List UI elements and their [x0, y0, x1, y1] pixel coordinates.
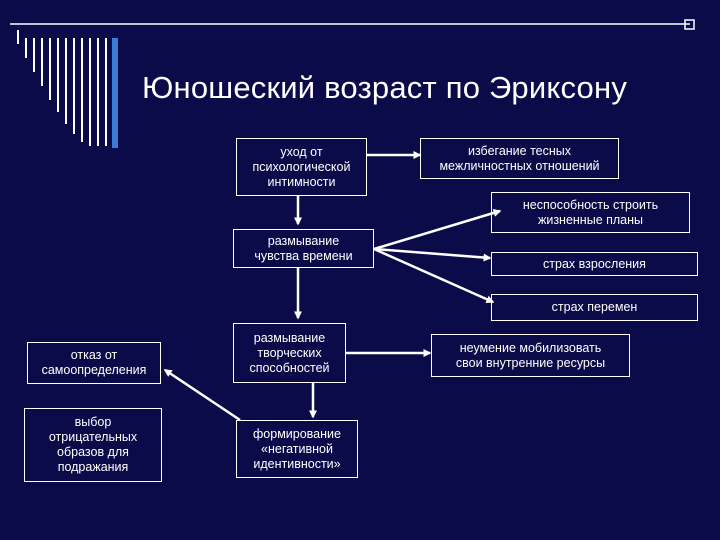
box-creativity-blur: размывание творческих способностей	[233, 323, 346, 383]
box-negative-identity: формирование «негативной идентивности»	[236, 420, 358, 478]
box-time-blur: размывание чувства времени	[233, 229, 374, 268]
box-avoidance: избегание тесных межличностных отношений	[420, 138, 619, 179]
box-negative-models: выбор отрицательных образов для подражан…	[24, 408, 162, 482]
box-refusal: отказ от самоопределения	[27, 342, 161, 384]
box-inability-mobilize: неумение мобилизовать свои внутренние ре…	[431, 334, 630, 377]
slide-title: Юношеский возраст по Эриксону	[142, 70, 628, 105]
box-fear-growing: страх взросления	[491, 252, 698, 276]
box-fear-change: страх перемен	[491, 294, 698, 321]
arrow-time-blur-to-fear-change	[373, 247, 495, 304]
arrow-time-blur-to-fear-growing	[373, 247, 492, 262]
arrow-creativity-blur-to-refusal	[163, 368, 241, 422]
box-withdrawal: уход от психологической интимности	[236, 138, 367, 196]
box-inability-plans: неспособность строить жизненные планы	[491, 192, 690, 233]
arrow-time-blur-to-inability-plans	[373, 209, 502, 251]
corner-decoration	[10, 19, 695, 148]
